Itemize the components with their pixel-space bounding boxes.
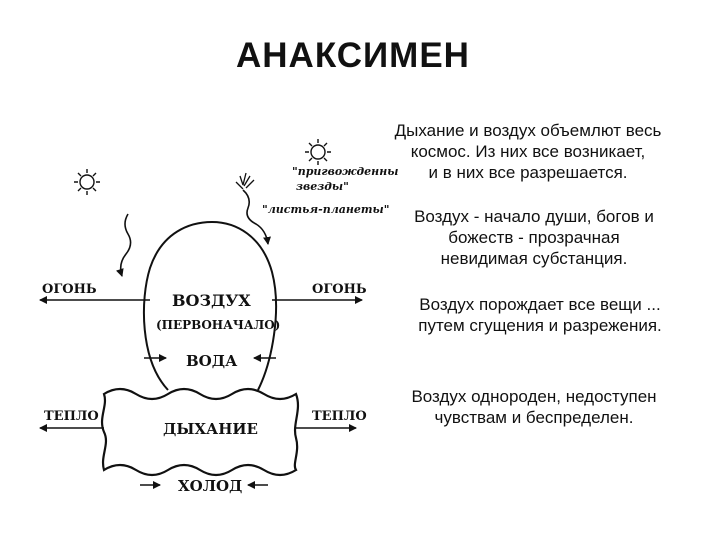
fixed-stars-label-line1: "пригвожденны (292, 165, 398, 178)
fire-label-right: ОГОНЬ (312, 282, 367, 297)
star-burst-icon (235, 172, 255, 190)
fire-label-left: ОГОНЬ (42, 282, 97, 297)
breath-label: ДЫХАНИЕ (163, 420, 258, 438)
statement-breath-and-air: Дыхание и воздух объемлют весь космос. И… (394, 121, 662, 182)
air-label: ВОЗДУХ (172, 291, 251, 310)
cold-label: ХОЛОД (178, 477, 242, 495)
air-ellipse (143, 220, 277, 391)
breath-wave-box (100, 387, 300, 477)
statement-condensation-rarefaction: Воздух порождает все вещи ... путем сгущ… (418, 295, 662, 335)
falling-arrow-left (115, 213, 132, 277)
sun-icon-top (305, 139, 331, 165)
leaves-planets-label: "листья-планеты" (262, 203, 389, 216)
page-title: АНАКСИМЕН (236, 36, 470, 75)
statement-air-homogeneous: Воздух однороден, недоступен чувствам и … (411, 387, 657, 427)
first-principle-label: (ПЕРВОНАЧАЛО) (156, 318, 280, 332)
statement-air-origin-of-soul: Воздух - начало души, богов и божеств - … (414, 207, 654, 268)
water-label: ВОДА (186, 352, 238, 370)
heat-label-right: ТЕПЛО (312, 409, 367, 424)
sun-icon-left (74, 169, 100, 195)
heat-label-left: ТЕПЛО (44, 409, 99, 424)
fixed-stars-label-line2: звезды" (296, 180, 349, 193)
falling-arrow-right (242, 189, 271, 245)
